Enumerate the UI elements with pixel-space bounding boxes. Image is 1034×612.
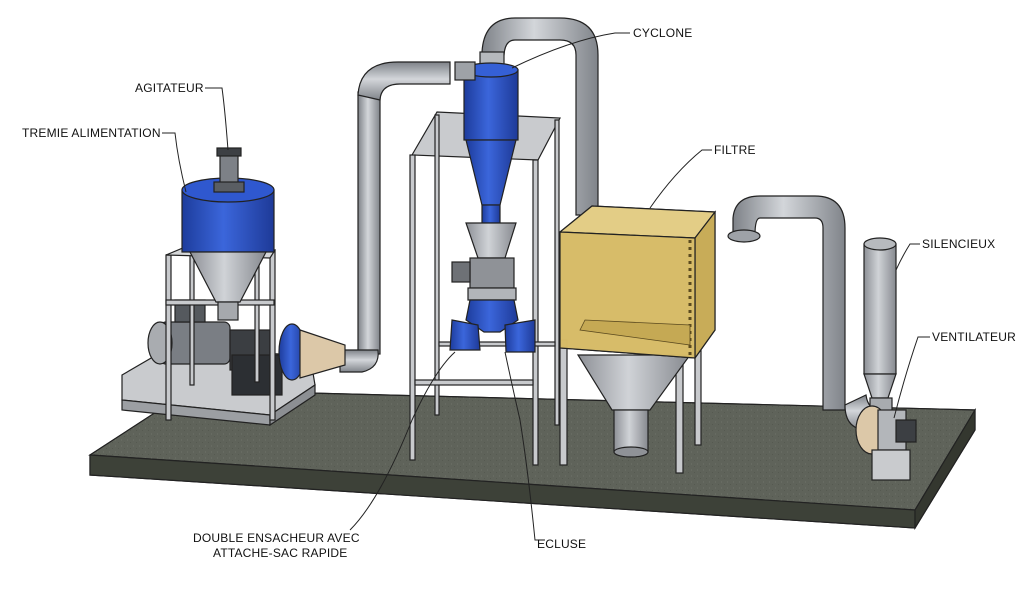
ducting [339, 17, 881, 431]
cyclone-assembly [409, 51, 561, 466]
leader-cyclone [511, 32, 630, 69]
label-double-ensacheur-line1: DOUBLE ENSACHEUR AVEC [193, 531, 360, 545]
silencer-fan [855, 237, 917, 481]
leader-ensacheur [349, 351, 456, 531]
label-silencieux: SILENCIEUX [922, 237, 995, 251]
labels: AGITATEUR TREMIE ALIMENTATION CYCLONE FI… [22, 26, 1016, 560]
label-ecluse: ECLUSE [537, 537, 586, 551]
leader-silencieux [895, 243, 920, 271]
leader-filtre [649, 149, 712, 209]
label-tremie-alimentation: TREMIE ALIMENTATION [22, 126, 161, 140]
label-double-ensacheur-line2: ATTACHE-SAC RAPIDE [213, 546, 348, 560]
bag-filter [558, 205, 717, 474]
label-filtre: FILTRE [714, 143, 756, 157]
leader-agitateur [205, 87, 229, 151]
label-ventilateur: VENTILATEUR [932, 330, 1016, 344]
leader-ecluse [504, 351, 545, 541]
label-agitateur: AGITATEUR [135, 81, 204, 95]
leader-ventilateur [893, 336, 930, 419]
leader-tremie [162, 132, 187, 193]
leader-lines [162, 32, 930, 541]
label-cyclone: CYCLONE [633, 26, 692, 40]
feed-hopper [165, 147, 277, 421]
